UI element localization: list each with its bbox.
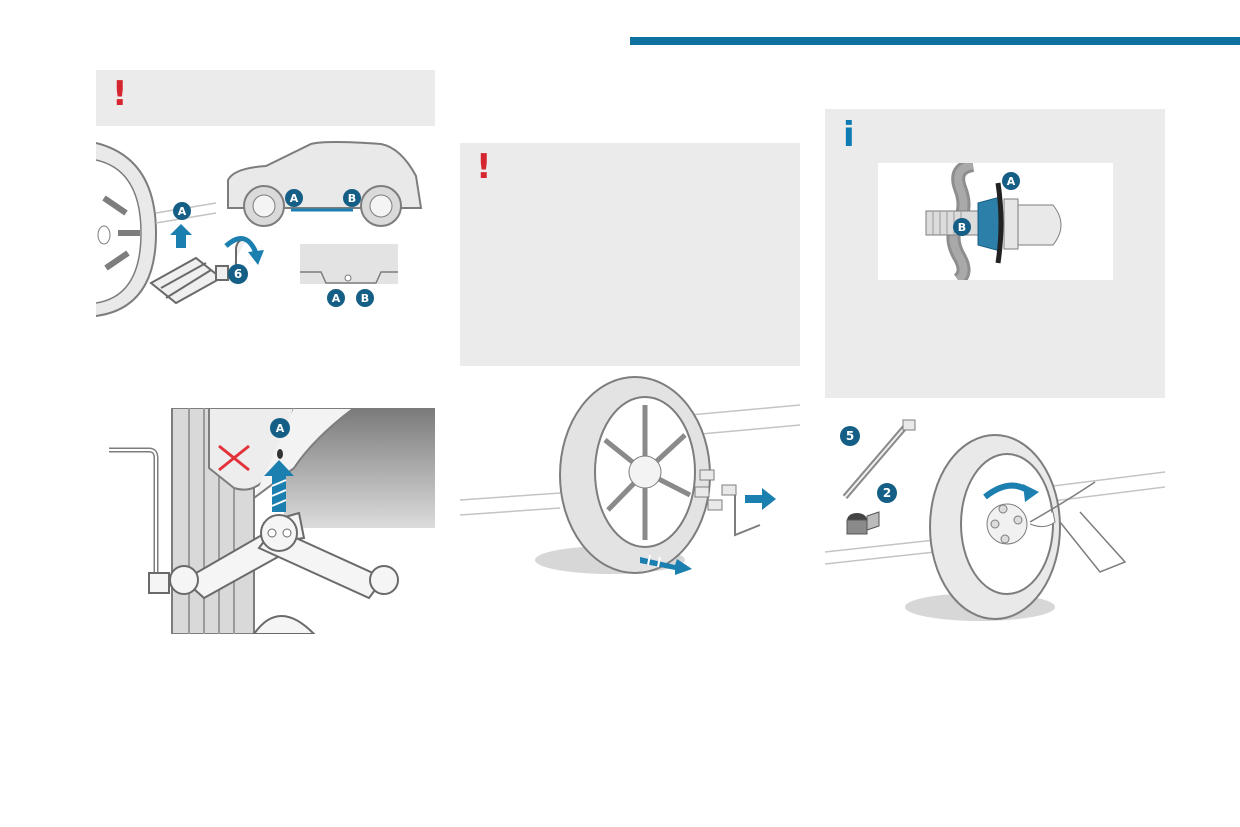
svg-text:A: A (332, 292, 341, 305)
exclamation-icon: ! (112, 74, 128, 114)
badge-b: B (343, 189, 361, 207)
bolt-detail-illustration: A B (925, 163, 1062, 280)
svg-text:A: A (276, 422, 285, 435)
info-icon: i (843, 115, 855, 155)
warning-note-middle: ! (460, 143, 800, 366)
jack-closeup-illustration: A (109, 408, 435, 634)
exclamation-icon: ! (476, 147, 492, 187)
wheel-refit-illustration: 5 2 (825, 419, 1165, 621)
wheel-removal-illustration (460, 376, 800, 575)
svg-text:A: A (178, 205, 187, 218)
warning-note-left: ! (96, 70, 435, 126)
svg-text:5: 5 (846, 429, 854, 443)
badge-6: 6 (228, 264, 248, 284)
jack-points-illustration: A A B 6 A B (96, 141, 423, 317)
badge-a: A (327, 289, 345, 307)
svg-text:B: B (348, 192, 356, 205)
svg-text:B: B (361, 292, 369, 305)
info-note-right: i (825, 109, 1165, 398)
svg-text:2: 2 (883, 486, 891, 500)
badge-2: 2 (877, 483, 897, 503)
badge-a: A (285, 189, 303, 207)
svg-text:6: 6 (234, 267, 242, 281)
badge-5: 5 (840, 426, 860, 446)
header-accent-bar (630, 37, 1240, 45)
badge-a: A (1002, 172, 1020, 190)
badge-b: B (356, 289, 374, 307)
badge-b: B (953, 218, 971, 236)
svg-text:B: B (958, 221, 966, 234)
badge-a: A (270, 418, 290, 438)
svg-text:A: A (290, 192, 299, 205)
badge-a: A (173, 202, 191, 220)
svg-text:A: A (1007, 175, 1016, 188)
